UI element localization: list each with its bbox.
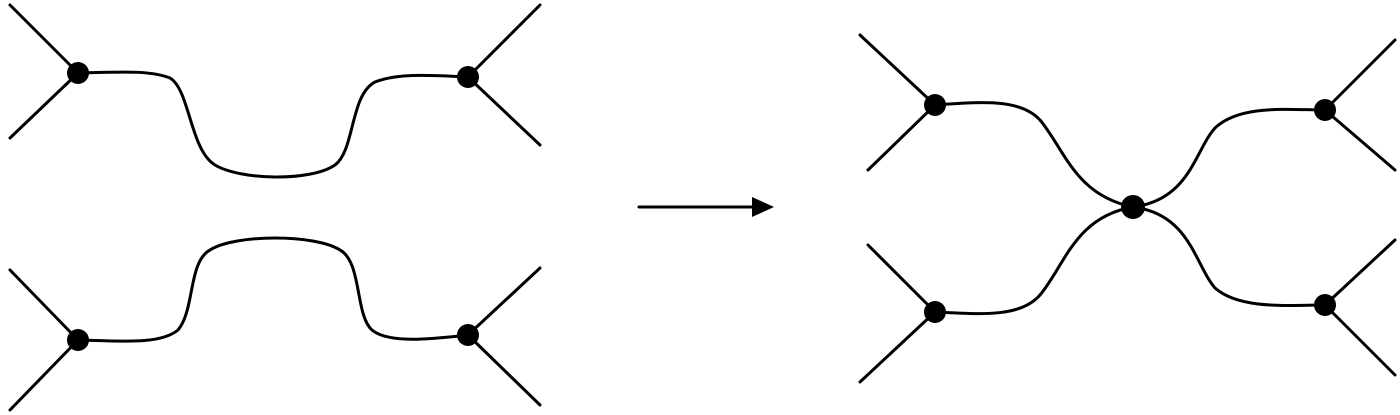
leg-line bbox=[466, 266, 542, 337]
vertex-dot bbox=[67, 329, 89, 351]
left-lower-strand bbox=[8, 236, 542, 412]
leg-line bbox=[8, 3, 80, 75]
leg-line bbox=[1323, 238, 1397, 307]
propagator-curve bbox=[933, 101, 1135, 209]
transition-arrow bbox=[637, 197, 774, 217]
leg-line bbox=[1323, 38, 1397, 112]
leg-line bbox=[8, 338, 80, 412]
leg-line bbox=[866, 103, 937, 172]
vertex-dot bbox=[1314, 99, 1336, 121]
propagator-curve bbox=[933, 205, 1135, 316]
right-merged-diagram bbox=[858, 33, 1397, 384]
central-vertex-dot bbox=[1121, 195, 1145, 219]
leg-line bbox=[858, 310, 937, 384]
vertex-dot bbox=[924, 301, 946, 323]
arrow-head-icon bbox=[752, 197, 774, 217]
propagator-curve bbox=[1131, 107, 1327, 209]
leg-line bbox=[8, 71, 80, 140]
leg-line bbox=[466, 333, 542, 407]
vertex-dot bbox=[1314, 294, 1336, 316]
leg-line bbox=[8, 268, 80, 342]
leg-line bbox=[1323, 303, 1397, 377]
propagator-curve bbox=[76, 70, 470, 179]
leg-line bbox=[858, 33, 937, 107]
vertex-dot bbox=[924, 94, 946, 116]
leg-line bbox=[466, 75, 542, 147]
vertex-dot bbox=[457, 66, 479, 88]
left-upper-strand bbox=[8, 3, 542, 179]
leg-line bbox=[866, 243, 937, 314]
vertex-dot bbox=[67, 62, 89, 84]
propagator-curve bbox=[1131, 205, 1327, 307]
leg-line bbox=[1323, 108, 1397, 172]
leg-line bbox=[466, 3, 542, 79]
propagator-curve bbox=[76, 236, 470, 343]
vertex-dot bbox=[457, 324, 479, 346]
